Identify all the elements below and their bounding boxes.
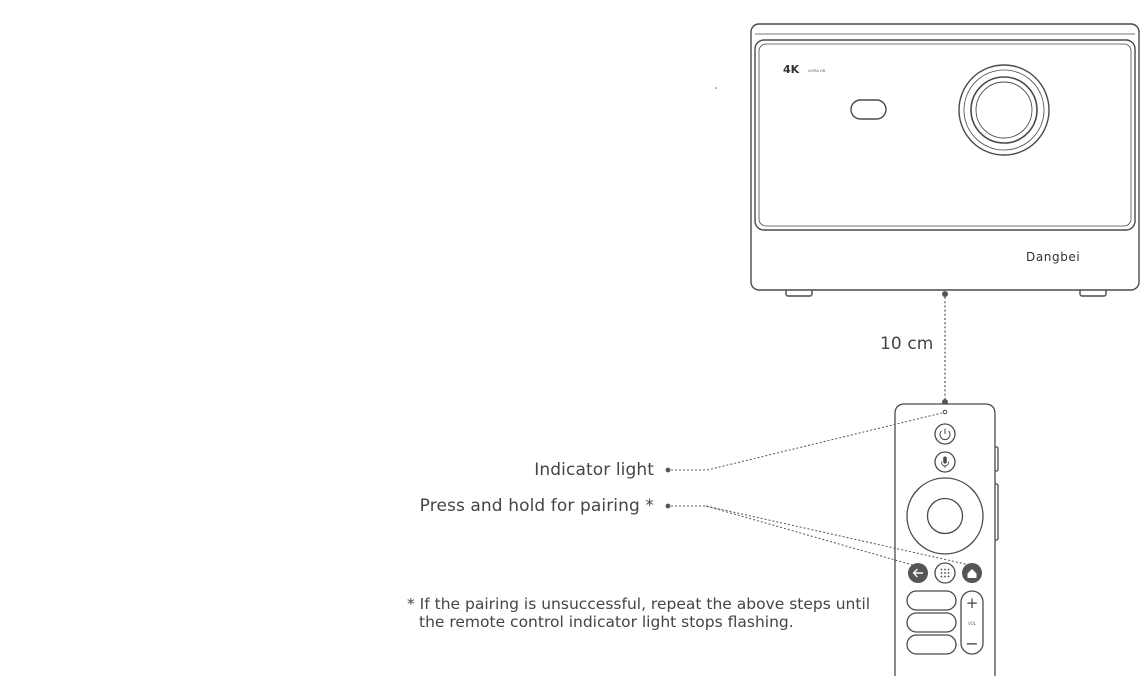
pairing-footnote: * If the pairing is unsuccessful, repeat… bbox=[407, 595, 870, 631]
remote-mic-button bbox=[934, 451, 956, 473]
remote-body bbox=[894, 403, 996, 676]
distance-label: 10 cm bbox=[880, 334, 934, 354]
projector-ultra-hd-badge: ULTRA HD bbox=[808, 69, 826, 73]
remote-apps-button bbox=[934, 562, 956, 584]
stray-dot bbox=[715, 87, 717, 89]
pairing-label: Press and hold for pairing * bbox=[419, 496, 654, 516]
remote-indicator-light bbox=[942, 409, 948, 415]
projector-brand-logo: Dangbei bbox=[1026, 250, 1080, 264]
footnote-line-1: * If the pairing is unsuccessful, repeat… bbox=[407, 595, 871, 613]
remote-back-button bbox=[908, 563, 928, 583]
projector-front-panel bbox=[754, 39, 1136, 231]
remote-dpad bbox=[906, 477, 984, 555]
remote-home-button bbox=[962, 563, 982, 583]
pairing-leader bbox=[665, 503, 971, 567]
remote-volume-label: VOL bbox=[968, 621, 977, 626]
projector-4k-badge: 4K bbox=[783, 63, 800, 76]
remote-shortcut-button-1 bbox=[906, 590, 957, 611]
remote-ok-button bbox=[926, 497, 964, 535]
remote-control bbox=[894, 403, 999, 676]
projector-body bbox=[750, 23, 1140, 291]
remote-volume-minus: − bbox=[965, 634, 978, 653]
projector bbox=[750, 23, 1140, 297]
remote-volume-plus: + bbox=[966, 594, 979, 612]
remote-power-button bbox=[934, 423, 956, 445]
indicator-light-label: Indicator light bbox=[534, 460, 654, 480]
distance-marker bbox=[942, 291, 948, 405]
remote-shortcut-button-2 bbox=[906, 612, 957, 633]
remote-shortcut-button-3 bbox=[906, 634, 957, 655]
projector-lens bbox=[958, 64, 1050, 156]
indicator-light-leader bbox=[665, 412, 943, 473]
remote-volume-rocker bbox=[960, 590, 984, 655]
projector-sensor-window bbox=[850, 99, 887, 120]
footnote-line-2: the remote control indicator light stops… bbox=[419, 613, 794, 631]
